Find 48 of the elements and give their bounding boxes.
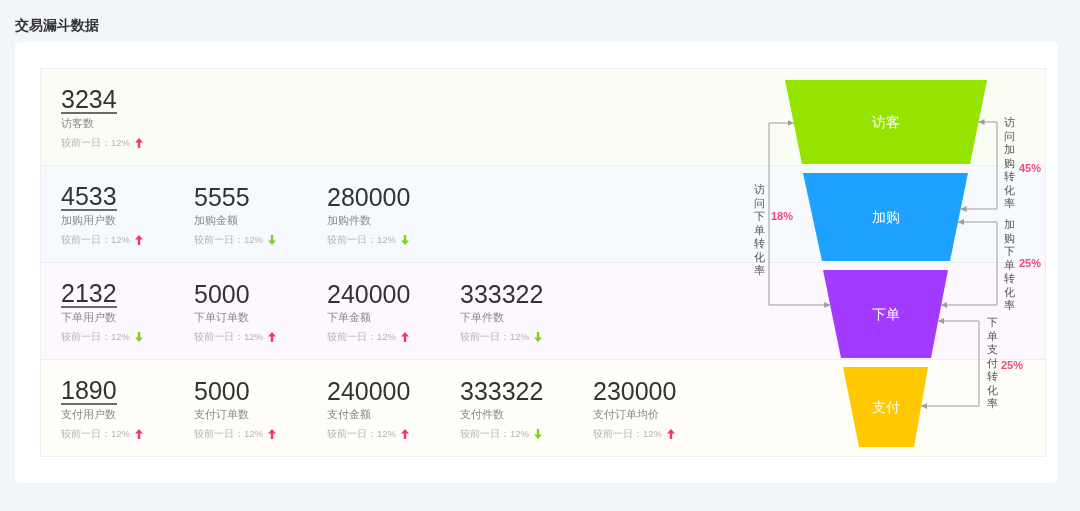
edge-label: 加购下单转化率 <box>1003 218 1015 313</box>
metric-name: 下单金额 <box>327 311 371 324</box>
funnel-segment <box>785 80 987 164</box>
funnel-segment <box>843 367 928 447</box>
metric-name: 下单订单数 <box>194 311 249 324</box>
percentage-label: 45% <box>1019 162 1042 175</box>
metric-name: 支付用户数 <box>61 408 116 421</box>
stage-label: 访客 <box>872 114 900 130</box>
percentage-label: 25% <box>1001 359 1024 372</box>
metric-value: 5000 <box>194 378 250 404</box>
metric-name: 加购件数 <box>327 214 371 227</box>
metric-name: 支付件数 <box>460 408 504 421</box>
metric-value: 1890 <box>61 378 117 405</box>
funnel-segment <box>823 270 948 358</box>
percentage-label: 18% <box>771 210 794 223</box>
section-title: 交易漏斗数据 <box>15 17 99 35</box>
connector-arrow <box>940 219 998 308</box>
stage-label: 加购 <box>871 209 900 225</box>
percentage-label: 25% <box>1019 257 1042 270</box>
metric-value: 3234 <box>61 87 117 114</box>
metric-value: 2132 <box>61 281 117 308</box>
edge-label: 访问加购转化率 <box>1003 116 1015 211</box>
metric-value: 240000 <box>327 378 411 404</box>
edge-label: 访问下单转化率 <box>753 183 765 278</box>
metric-name: 支付订单数 <box>194 408 249 421</box>
metric-value: 333322 <box>460 378 544 404</box>
metric-name: 加购金额 <box>194 214 238 227</box>
stage-label: 下单 <box>871 306 900 322</box>
metric-value: 5000 <box>194 281 250 307</box>
metric-name: 下单件数 <box>460 311 504 324</box>
metric-value: 4533 <box>61 184 117 211</box>
metric-row <box>40 359 1046 457</box>
metric-value: 333322 <box>460 281 544 307</box>
metric-value: 5555 <box>194 184 250 210</box>
connector-arrow <box>920 318 980 409</box>
metric-value: 240000 <box>327 281 411 307</box>
metric-name: 支付订单均价 <box>593 408 659 421</box>
metric-name: 加购用户数 <box>61 214 116 227</box>
metric-name: 支付金额 <box>327 408 371 421</box>
edge-label: 下单支付转化率 <box>986 316 998 411</box>
metric-name: 访客数 <box>61 117 94 130</box>
metric-value: 230000 <box>593 378 677 404</box>
connector-arrow <box>960 119 998 212</box>
connector-arrow <box>768 120 831 308</box>
metric-name: 下单用户数 <box>61 311 116 324</box>
stage-label: 支付 <box>871 399 900 415</box>
metric-value: 280000 <box>327 184 411 210</box>
funnel-segment <box>803 173 968 261</box>
